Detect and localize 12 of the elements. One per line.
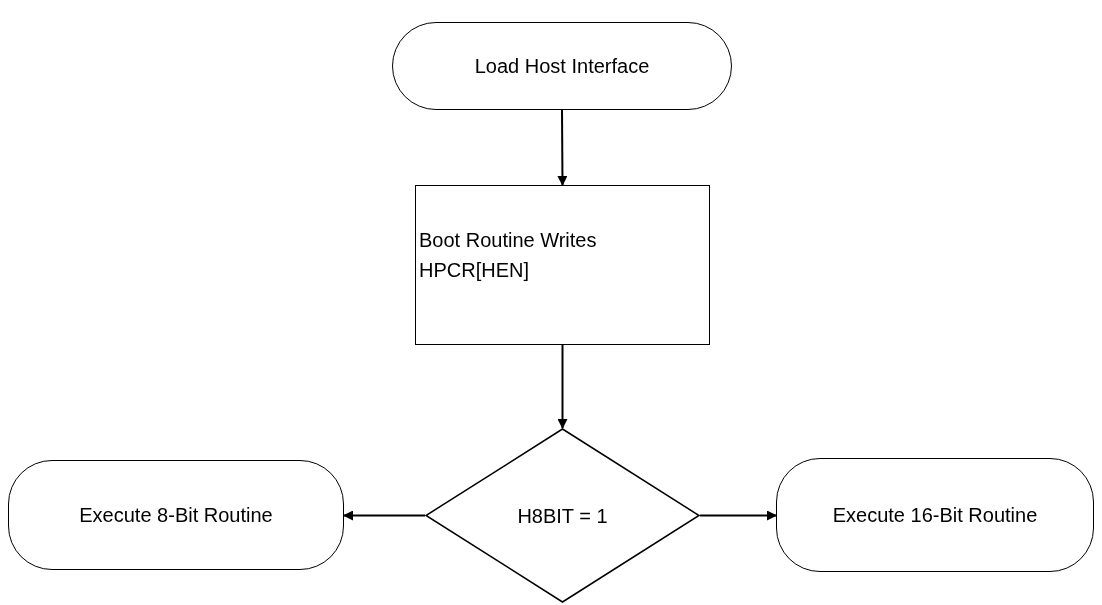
arrow [557,109,568,186]
decision-label: H8BIT = 1 [517,503,608,529]
terminal-label: Execute 8-Bit Routine [79,503,273,528]
arrow [343,510,426,521]
terminal-box [776,458,1094,572]
terminal-label: Execute 16-Bit Routine [832,503,1038,528]
process-label: Boot Routine Writes HPCR[HEN] [419,228,598,283]
terminal-label: Load Host Interface [474,54,650,79]
terminal-box [8,460,344,570]
process-box [415,185,710,345]
arrow [557,344,568,429]
arrow [699,510,777,521]
